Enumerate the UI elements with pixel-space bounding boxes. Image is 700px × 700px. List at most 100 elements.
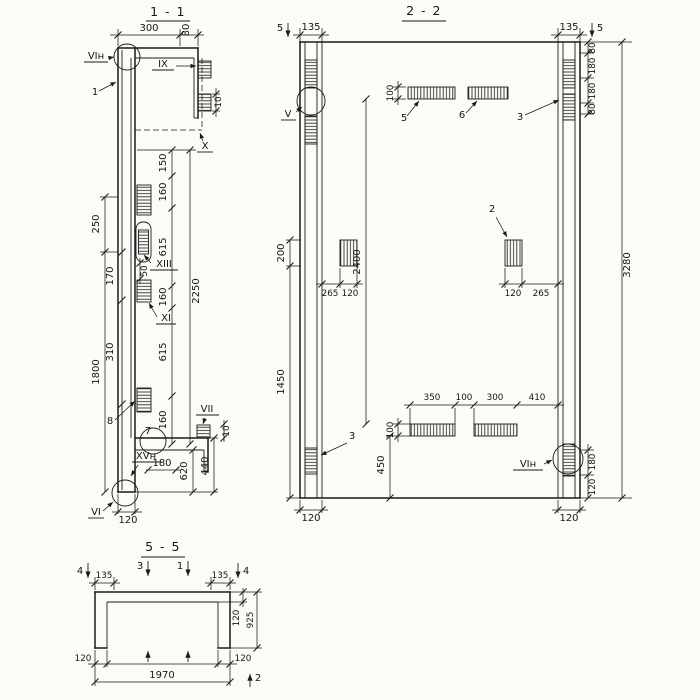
detail-mark-x: X — [197, 132, 213, 153]
dim-135-top-right: 135 — [551, 22, 587, 42]
section-title: 1 - 1 — [150, 4, 186, 19]
section-mark: VIн — [520, 459, 536, 470]
section-mark: X — [202, 141, 209, 152]
dim-10-bottom: 10 — [219, 419, 232, 443]
cut-flag-4-right: 4 — [235, 563, 249, 578]
dim-2400: 2400 — [352, 94, 371, 429]
callout-number: 1 — [92, 87, 98, 98]
rebar-hatch — [197, 60, 212, 79]
cut-flag-4-left: 4 — [77, 563, 91, 578]
dim-bottom-55: 120 120 1970 — [75, 650, 252, 687]
section-mark: VIн — [88, 51, 104, 62]
dim-label: 80 — [588, 103, 598, 115]
dim-label: 440 — [200, 456, 211, 475]
dim-100-top: 100 — [386, 81, 406, 105]
detail-circle — [111, 479, 139, 507]
section-mark: VII — [201, 404, 214, 415]
callout-6: 6 — [459, 100, 478, 121]
callout-8: 8 — [107, 400, 136, 427]
dim-925: 925 — [230, 587, 262, 653]
dim-label: 50 — [140, 265, 150, 277]
section-5-5-title: 5 - 5 — [141, 539, 185, 558]
dim-120-bottom-left: 120 — [294, 500, 328, 524]
section-5-5: 5 - 5 4 135 3 1 135 — [75, 539, 262, 687]
dim-label: 2400 — [352, 249, 363, 274]
section-title: 5 - 5 — [145, 539, 181, 554]
dim-450: 450 — [376, 431, 395, 503]
cut-mark-label: 4 — [77, 566, 83, 577]
rebar-hatch — [562, 59, 576, 89]
dim-label: 350 — [424, 393, 441, 403]
detail-circle — [552, 443, 584, 475]
cut-mark-label: 5 — [597, 23, 603, 34]
dim-135-right-55: 135 — [205, 571, 236, 590]
dim-label: 170 — [105, 266, 116, 285]
dim-label: 1970 — [149, 670, 174, 681]
dim-label: 160 — [158, 410, 169, 429]
dim-label: 615 — [158, 342, 169, 361]
cut-mark-label: 1 — [177, 561, 183, 572]
callout-3-top: 3 — [517, 99, 560, 123]
dim-label: 300 — [487, 393, 504, 403]
callout-number: 6 — [459, 110, 465, 121]
rebar-hatch — [304, 447, 318, 475]
section-2-2-title: 2 - 2 — [402, 3, 446, 22]
dim-label: 135 — [301, 22, 320, 33]
section-title: 2 - 2 — [406, 3, 442, 18]
rebar-hatch — [136, 184, 152, 216]
cut-flag-5-right: 5 — [589, 23, 603, 37]
dim-label: 150 — [158, 153, 169, 172]
dim-label: 120 — [232, 609, 242, 626]
lifting-loop-outline — [135, 221, 152, 263]
callout-number: 5 — [401, 113, 407, 124]
cut-flag-5-left: 5 — [277, 23, 291, 37]
dim-label: 1800 — [91, 359, 102, 384]
section-1-1-title: 1 - 1 — [146, 4, 190, 22]
dim-label: 250 — [91, 214, 102, 233]
rebar-hatch — [304, 115, 318, 145]
callout-number: 3 — [349, 431, 355, 442]
detail-mark-xiii: XIII — [143, 254, 178, 271]
cut-flag-3: 3 — [137, 561, 151, 576]
rebar-hatch — [504, 239, 523, 267]
detail-circle — [139, 427, 167, 455]
dim-440: 440 — [135, 433, 219, 497]
dim-chain-right: 150 160 615 160 615 160 2250 — [137, 145, 202, 449]
dim-10-top: 10 — [211, 88, 224, 117]
dim-label: 3280 — [622, 252, 633, 277]
dim-chain-left: 250 1800 170 310 — [91, 192, 127, 497]
dim-chain-right-top: 80 180 180 80 — [580, 37, 632, 119]
cut-flag-1: 1 — [177, 561, 191, 576]
rebar-hatch — [136, 279, 152, 303]
dim-label: 180 — [152, 458, 171, 469]
callout-number: 8 — [107, 416, 113, 427]
cut-mark-label: 2 — [255, 673, 261, 684]
callout-number: 2 — [489, 204, 495, 215]
cut-mark-label: 4 — [243, 566, 249, 577]
dim-120-bottom-right: 120 — [552, 500, 586, 524]
detail-circle — [296, 86, 326, 116]
dim-label: 120 — [301, 513, 320, 524]
callout-5: 5 — [401, 100, 420, 124]
dim-label: 120 — [588, 478, 598, 495]
callout-number: 7 — [145, 426, 151, 437]
section-mark: IX — [158, 59, 168, 70]
dim-label: 100 — [386, 84, 396, 101]
rebar-hatch — [562, 443, 576, 477]
dim-label: 615 — [158, 237, 169, 256]
dim-label: 120 — [75, 654, 92, 664]
dim-label: 180 — [588, 453, 598, 470]
detail-mark-xi: XI — [148, 302, 176, 325]
dim-label: 120 — [505, 289, 522, 299]
callout-2: 2 — [489, 204, 508, 238]
dim-mid-right: 120 265 — [499, 268, 564, 299]
dim-180: 180 — [143, 458, 181, 475]
dim-label: 135 — [212, 571, 229, 581]
dim-620: 620 — [179, 445, 198, 497]
rebar-hatch — [136, 387, 152, 413]
section-mark: XVн — [136, 451, 156, 462]
dim-label: 620 — [179, 461, 190, 480]
dim-label: 120 — [342, 289, 359, 299]
callout-1: 1 — [92, 81, 117, 98]
